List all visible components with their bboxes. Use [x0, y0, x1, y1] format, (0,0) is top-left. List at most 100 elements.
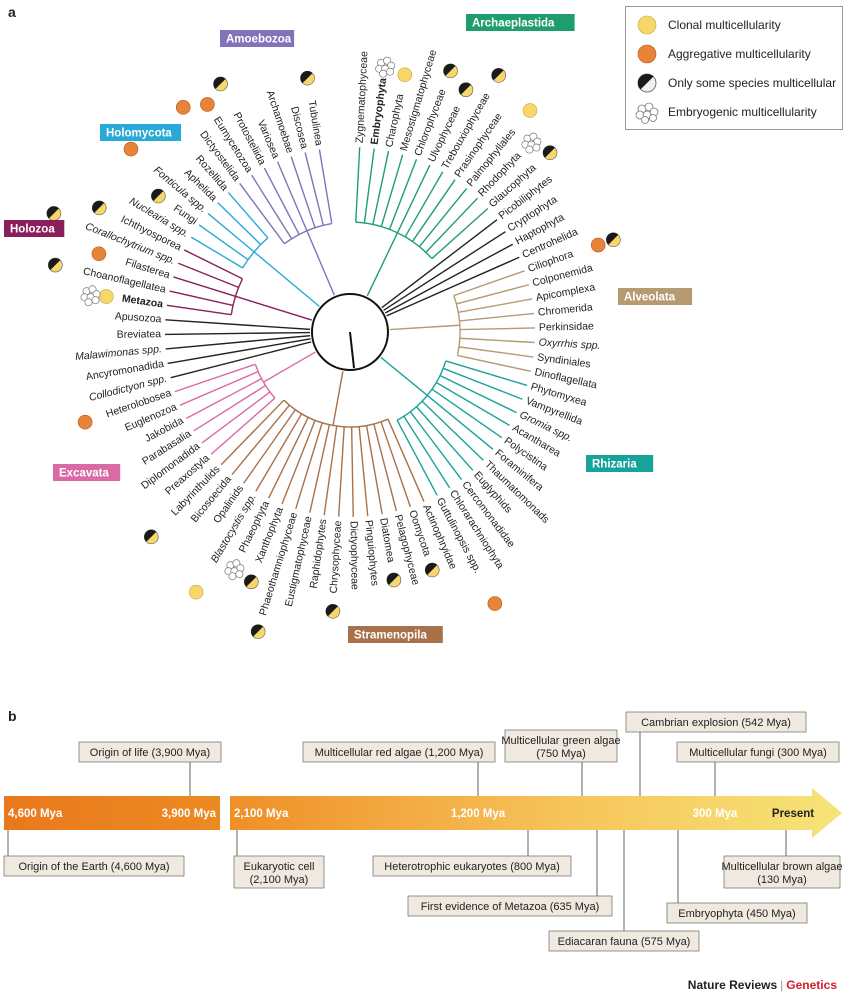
branch-vampyrellida	[442, 367, 523, 400]
legend: Clonal multicellularity Aggregative mult…	[625, 6, 843, 130]
branch-preaxostyla	[210, 397, 276, 455]
branch-aphelida	[217, 202, 262, 246]
timeline-bar-early	[4, 796, 220, 830]
branch-archamoebae	[290, 156, 316, 228]
taxon-label-breviatea: Breviatea	[117, 328, 162, 341]
event-below-4: Ediacaran fauna (575 Mya)	[548, 930, 700, 952]
branch-cercomonadidae	[409, 411, 463, 480]
branch-chlorophyceae	[388, 159, 418, 230]
branch-mesostigmatophyceae	[380, 154, 404, 227]
branch-filasterea	[173, 276, 236, 297]
stem-collodictyon-spp	[291, 341, 312, 348]
branch-dictyophyceae	[350, 426, 354, 517]
branch-pelagophyceae	[373, 423, 398, 512]
event-below-2-text: Heterotrophic eukaryotes (800 Mya)	[384, 861, 559, 873]
branch-zygnematophyceae	[355, 147, 361, 223]
tree-root-line	[349, 331, 355, 369]
marker-ichthyosporea	[91, 200, 107, 216]
event-above-2-text: Multicellular green algae(750 Mya)	[501, 735, 620, 760]
branch-nuclearia-spp	[190, 236, 244, 269]
marker-choanoflagellatea	[48, 257, 63, 273]
tick-3900: 3,900 Mya	[162, 808, 217, 820]
taxon-label-apusozoa: Apusozoa	[114, 310, 162, 325]
tick-1200: 1,200 Mya	[451, 808, 506, 820]
branch-oomycota	[380, 421, 412, 508]
marker-ciliophora	[590, 237, 606, 253]
clade-box-excavata: Excavata	[53, 464, 121, 481]
branch-chlorarachniophyta	[403, 415, 451, 489]
branch-discosea	[304, 152, 325, 226]
branch-heterolobosea	[174, 363, 256, 393]
arc-stramenopila	[283, 399, 389, 428]
marker-fonticula-spp	[123, 141, 139, 157]
event-above-3: Cambrian explosion (542 Mya)	[625, 711, 807, 733]
branch-xanthophyta	[281, 420, 316, 505]
clade-box-rhizaria: Rhizaria	[586, 455, 654, 472]
clade-box-amoebozoa: Amoebozoa	[220, 30, 295, 47]
marker-blastocystis-spp	[188, 584, 204, 600]
branch-chromerida	[459, 312, 535, 322]
marker-eumycetozoa	[200, 97, 215, 112]
stem-malawimonas-spp	[290, 334, 311, 339]
event-below-0-text: Origin of the Earth (4,600 Mya)	[18, 861, 169, 873]
tick-present: Present	[772, 808, 814, 820]
branch-malawimonas-spp	[165, 336, 291, 350]
arc-amoebozoa	[284, 222, 332, 245]
clade-label-holomycota: Holomycota	[106, 128, 172, 140]
stem-holomycota	[253, 251, 320, 307]
legend-label-clonal: Clonal multicellularity	[668, 18, 781, 32]
marker2-ciliophora	[606, 232, 621, 248]
taxon-label-chromerida: Chromerida	[537, 301, 593, 318]
stem-rhizaria	[380, 356, 428, 396]
branch-opalinids	[243, 409, 296, 484]
legend-item-some: Only some species multicellular	[634, 71, 836, 95]
branch-tubulinea	[318, 149, 333, 224]
marker-diatomea	[386, 572, 402, 588]
branch-acantharea	[435, 381, 511, 427]
stem-centrohelida	[386, 307, 406, 317]
legend-label-some: Only some species multicellular	[668, 76, 837, 90]
tick-4600: 4,600 Mya	[8, 808, 63, 820]
marker-glaucophyta	[542, 145, 558, 161]
marker-phaeophyta	[224, 559, 245, 581]
branch-labyrinthulids	[220, 399, 285, 466]
aggregative-icon	[637, 44, 657, 64]
taxon-label-perkinsidae: Perkinsidae	[539, 320, 594, 333]
taxon-label-pinguiophytes: Pinguiophytes	[362, 520, 380, 587]
branch-apusozoa	[165, 319, 291, 329]
branch-trebouxiophyceae	[404, 171, 444, 238]
event-below-5-text: Multicellular brown algae(130 Mya)	[721, 861, 842, 886]
branch-ciliophora	[453, 270, 525, 297]
branch-thaumatomonads	[421, 400, 484, 461]
stem-alveolata	[389, 324, 460, 331]
event-below-5: Multicellular brown algae(130 Mya)	[721, 855, 843, 889]
event-above-1-text: Multicellular red algae (1,200 Mya)	[315, 747, 484, 759]
branch-blastocystis-spp	[255, 413, 303, 492]
branch-collodictyon-spp	[170, 346, 293, 379]
branch-ancyromonadida	[167, 341, 291, 365]
marker-phaeothamniophyceae	[250, 624, 266, 639]
stem-archaeplastida	[366, 232, 399, 297]
branch-embryophyta	[363, 148, 375, 224]
branch-dinoflagellata	[457, 354, 531, 373]
clade-label-excavata: Excavata	[59, 468, 109, 480]
event-below-4-text: Ediacaran fauna (575 Mya)	[558, 936, 691, 948]
branch-diatomea	[365, 425, 383, 515]
branch-breviatea	[165, 332, 291, 336]
branch-dictyostelida	[239, 183, 285, 245]
marker-corallochytrium-spp	[46, 206, 62, 221]
branch-bicosoecida	[231, 404, 290, 475]
journal-section: Genetics	[786, 978, 837, 992]
panel-b-label: b	[8, 708, 17, 724]
journal-credit: Nature Reviews|Genetics	[688, 978, 837, 992]
arc-rhizaria	[396, 360, 447, 421]
branch-diplomonadida	[201, 391, 271, 444]
marker-rhodophyta	[521, 132, 542, 154]
branch-colponemida	[456, 284, 530, 305]
stem-haptophyta	[384, 302, 404, 314]
stem-cryptophyta	[383, 298, 401, 311]
event-below-0: Origin of the Earth (4,600 Mya)	[3, 855, 185, 877]
branch-variosea	[276, 161, 308, 232]
some-species-icon	[637, 73, 657, 93]
branch-palmophyllales	[418, 187, 468, 248]
